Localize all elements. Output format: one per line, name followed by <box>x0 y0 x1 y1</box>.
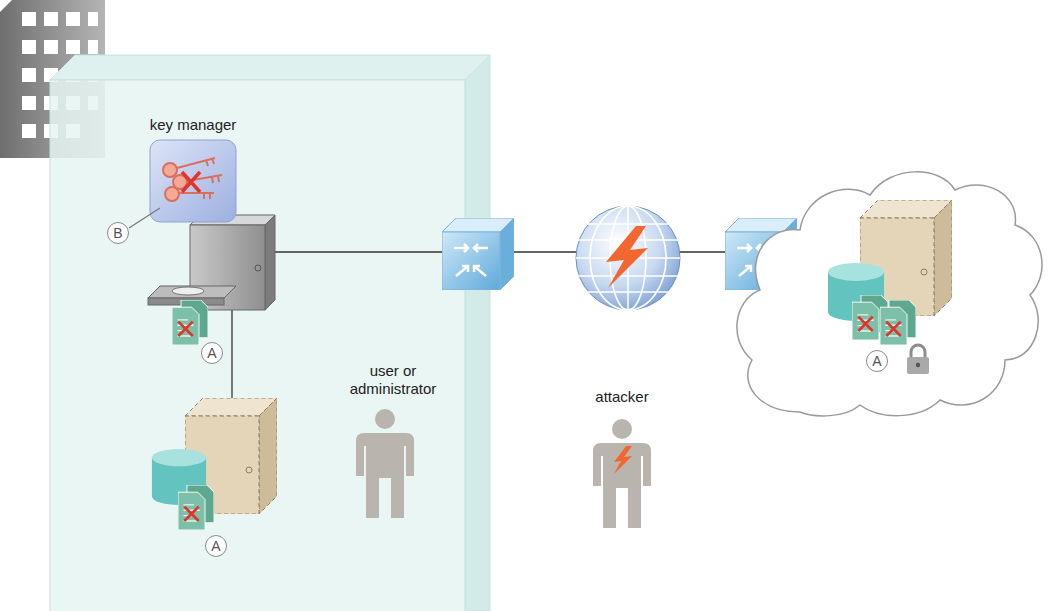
leader-line <box>129 208 160 228</box>
callout-letter: A <box>205 535 227 557</box>
key-manager-box: key manager <box>150 140 236 222</box>
key-manager-icon <box>150 140 236 222</box>
node-heading: key manager <box>150 116 237 134</box>
role-label: attacker <box>567 388 677 406</box>
role-label: user or administrator <box>335 362 451 398</box>
user-figure <box>356 409 414 518</box>
callout-letter: A <box>866 350 888 372</box>
document-icon <box>172 300 208 345</box>
callout-letter: A <box>201 342 223 364</box>
server-tower <box>148 215 275 310</box>
premises-region <box>50 55 490 611</box>
internet-globe <box>576 206 680 310</box>
document-icon <box>178 485 214 530</box>
callout-letter: B <box>107 222 129 244</box>
cloud-outline <box>737 172 1042 416</box>
lock-icon <box>907 345 929 374</box>
attack-bolt <box>614 446 632 474</box>
network-switch <box>442 218 514 290</box>
attacker-figure <box>593 419 651 528</box>
document-icon <box>880 300 916 345</box>
